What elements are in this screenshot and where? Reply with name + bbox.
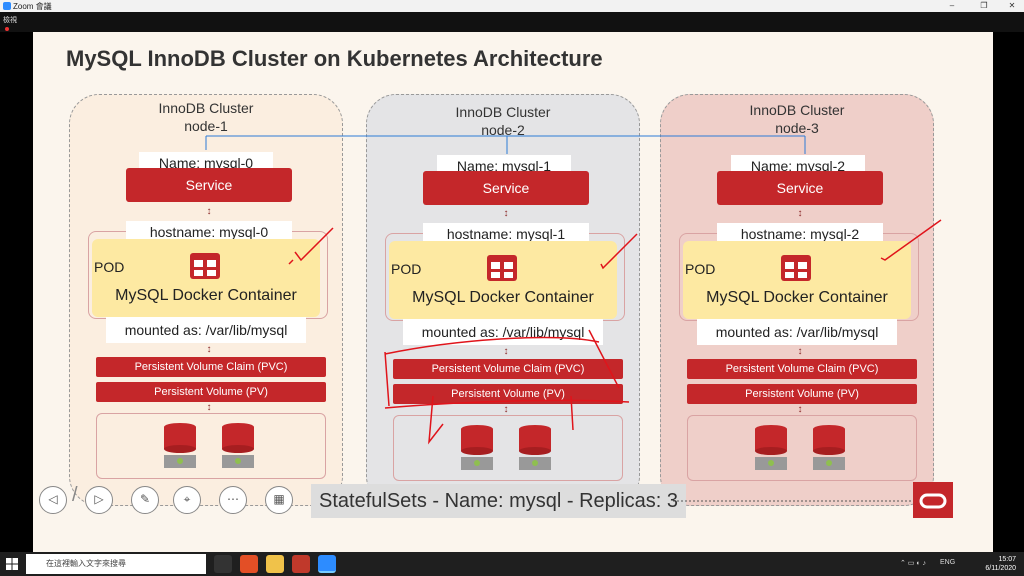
pod-label: POD bbox=[391, 261, 422, 277]
service-box: Service bbox=[423, 171, 589, 205]
disk-icon bbox=[519, 425, 551, 470]
caption-dotted-line bbox=[673, 500, 913, 502]
mount-path-box: mounted as: /var/lib/mysql bbox=[697, 319, 897, 345]
disk-icon bbox=[222, 423, 254, 468]
statefulset-caption: StatefulSets - Name: mysql - Replicas: 3 bbox=[311, 484, 687, 518]
double-arrow-icon: ↕ bbox=[503, 208, 509, 219]
pv-bar: Persistent Volume (PV) bbox=[687, 384, 917, 404]
close-button[interactable]: ✕ bbox=[1008, 1, 1016, 10]
system-tray-icons[interactable]: ⌃ ▭ ◐ ♪ bbox=[900, 560, 927, 567]
pv-bar: Persistent Volume (PV) bbox=[96, 382, 326, 402]
mysql-table-icon bbox=[487, 255, 517, 281]
pv-bar: Persistent Volume (PV) bbox=[393, 384, 623, 404]
windows-taskbar: 在這裡輸入文字來搜尋 ⌃ ▭ ◐ ♪ ENG 15:07 6/11/2020 bbox=[0, 552, 1024, 576]
shared-slide: MySQL InnoDB Cluster on Kubernetes Archi… bbox=[33, 32, 993, 552]
presentation-toolbar: ◁ / ▷ ✎ ⌖ ⋯ ▦ StatefulSets - Name: mysql… bbox=[33, 478, 993, 518]
window-title: Zoom 會議 bbox=[13, 2, 52, 11]
maximize-button[interactable]: ❐ bbox=[980, 1, 988, 10]
disk-icon bbox=[461, 425, 493, 470]
windows-start-icon[interactable] bbox=[6, 558, 18, 570]
container-label: MySQL Docker Container bbox=[115, 287, 297, 304]
node-title-line2: node-1 bbox=[184, 118, 228, 134]
double-arrow-icon: ↕ bbox=[206, 206, 212, 217]
clock-time: 15:07 bbox=[998, 556, 1016, 563]
storage-frame bbox=[687, 415, 917, 481]
mount-path-box: mounted as: /var/lib/mysql bbox=[403, 319, 603, 345]
container-label: MySQL Docker Container bbox=[706, 289, 888, 306]
pointer-icon[interactable]: ⌖ bbox=[173, 486, 201, 514]
double-arrow-icon: ↕ bbox=[206, 344, 212, 355]
zoom-app-icon bbox=[3, 2, 11, 10]
task-view-icon[interactable] bbox=[214, 555, 232, 573]
docker-container-box: POD MySQL Docker Container bbox=[389, 241, 617, 319]
hostname-box: hostname: mysql-2 bbox=[717, 223, 883, 245]
next-slide-icon[interactable]: ▷ bbox=[85, 486, 113, 514]
node-title-line2: node-2 bbox=[481, 122, 525, 138]
node-card-3: InnoDB Cluster node-3 Name: mysql-2 Serv… bbox=[660, 94, 934, 506]
divider-slash: / bbox=[72, 484, 78, 506]
service-box: Service bbox=[126, 168, 292, 202]
mysql-table-icon bbox=[781, 255, 811, 281]
storage-frame bbox=[393, 415, 623, 481]
pvc-bar: Persistent Volume Claim (PVC) bbox=[687, 359, 917, 379]
service-box: Service bbox=[717, 171, 883, 205]
more-options-icon[interactable]: ⋯ bbox=[219, 486, 247, 514]
double-arrow-icon: ↕ bbox=[503, 404, 509, 415]
recording-indicator-icon bbox=[5, 27, 9, 31]
docker-container-box: POD MySQL Docker Container bbox=[92, 239, 320, 317]
pvc-bar: Persistent Volume Claim (PVC) bbox=[96, 357, 326, 377]
slide-view-icon[interactable]: ▦ bbox=[265, 486, 293, 514]
view-bar: 檢視 bbox=[0, 12, 1024, 32]
node-title-line2: node-3 bbox=[775, 120, 819, 136]
clock[interactable]: 15:07 6/11/2020 bbox=[985, 555, 1016, 573]
disk-icon bbox=[755, 425, 787, 470]
pen-icon[interactable]: ✎ bbox=[131, 486, 159, 514]
minimize-button[interactable]: – bbox=[949, 1, 955, 10]
acrobat-icon[interactable] bbox=[292, 555, 310, 573]
zoom-taskbar-icon[interactable] bbox=[318, 555, 336, 573]
node-title-line1: InnoDB Cluster bbox=[749, 102, 845, 118]
previous-slide-icon[interactable]: ◁ bbox=[39, 486, 67, 514]
container-label: MySQL Docker Container bbox=[412, 289, 594, 306]
taskbar-search-input[interactable]: 在這裡輸入文字來搜尋 bbox=[26, 554, 206, 574]
docker-container-box: POD MySQL Docker Container bbox=[683, 241, 911, 319]
double-arrow-icon: ↕ bbox=[797, 208, 803, 219]
double-arrow-icon: ↕ bbox=[797, 404, 803, 415]
file-explorer-icon[interactable] bbox=[266, 555, 284, 573]
hostname-box: hostname: mysql-0 bbox=[126, 221, 292, 243]
pod-label: POD bbox=[94, 259, 125, 275]
double-arrow-icon: ↕ bbox=[797, 346, 803, 357]
window-titlebar: Zoom 會議 – ❐ ✕ bbox=[0, 0, 1024, 12]
hostname-box: hostname: mysql-1 bbox=[423, 223, 589, 245]
slide-title: MySQL InnoDB Cluster on Kubernetes Archi… bbox=[66, 46, 603, 71]
pvc-bar: Persistent Volume Claim (PVC) bbox=[393, 359, 623, 379]
double-arrow-icon: ↕ bbox=[503, 346, 509, 357]
language-indicator[interactable]: ENG bbox=[940, 559, 956, 566]
double-arrow-icon: ↕ bbox=[206, 402, 212, 413]
brave-browser-icon[interactable] bbox=[240, 555, 258, 573]
disk-icon bbox=[164, 423, 196, 468]
oracle-logo bbox=[913, 482, 953, 518]
disk-icon bbox=[813, 425, 845, 470]
clock-date: 6/11/2020 bbox=[985, 565, 1016, 572]
node-card-1: InnoDB Cluster node-1 Name: mysql-0 Serv… bbox=[69, 94, 343, 506]
storage-frame bbox=[96, 413, 326, 479]
oracle-logo-icon bbox=[919, 493, 947, 509]
node-title-line1: InnoDB Cluster bbox=[158, 100, 254, 116]
view-label[interactable]: 檢視 bbox=[3, 17, 17, 24]
node-title-line1: InnoDB Cluster bbox=[455, 104, 551, 120]
node-card-2: InnoDB Cluster node-2 Name: mysql-1 Serv… bbox=[366, 94, 640, 506]
mysql-table-icon bbox=[190, 253, 220, 279]
mount-path-box: mounted as: /var/lib/mysql bbox=[106, 317, 306, 343]
pod-label: POD bbox=[685, 261, 716, 277]
